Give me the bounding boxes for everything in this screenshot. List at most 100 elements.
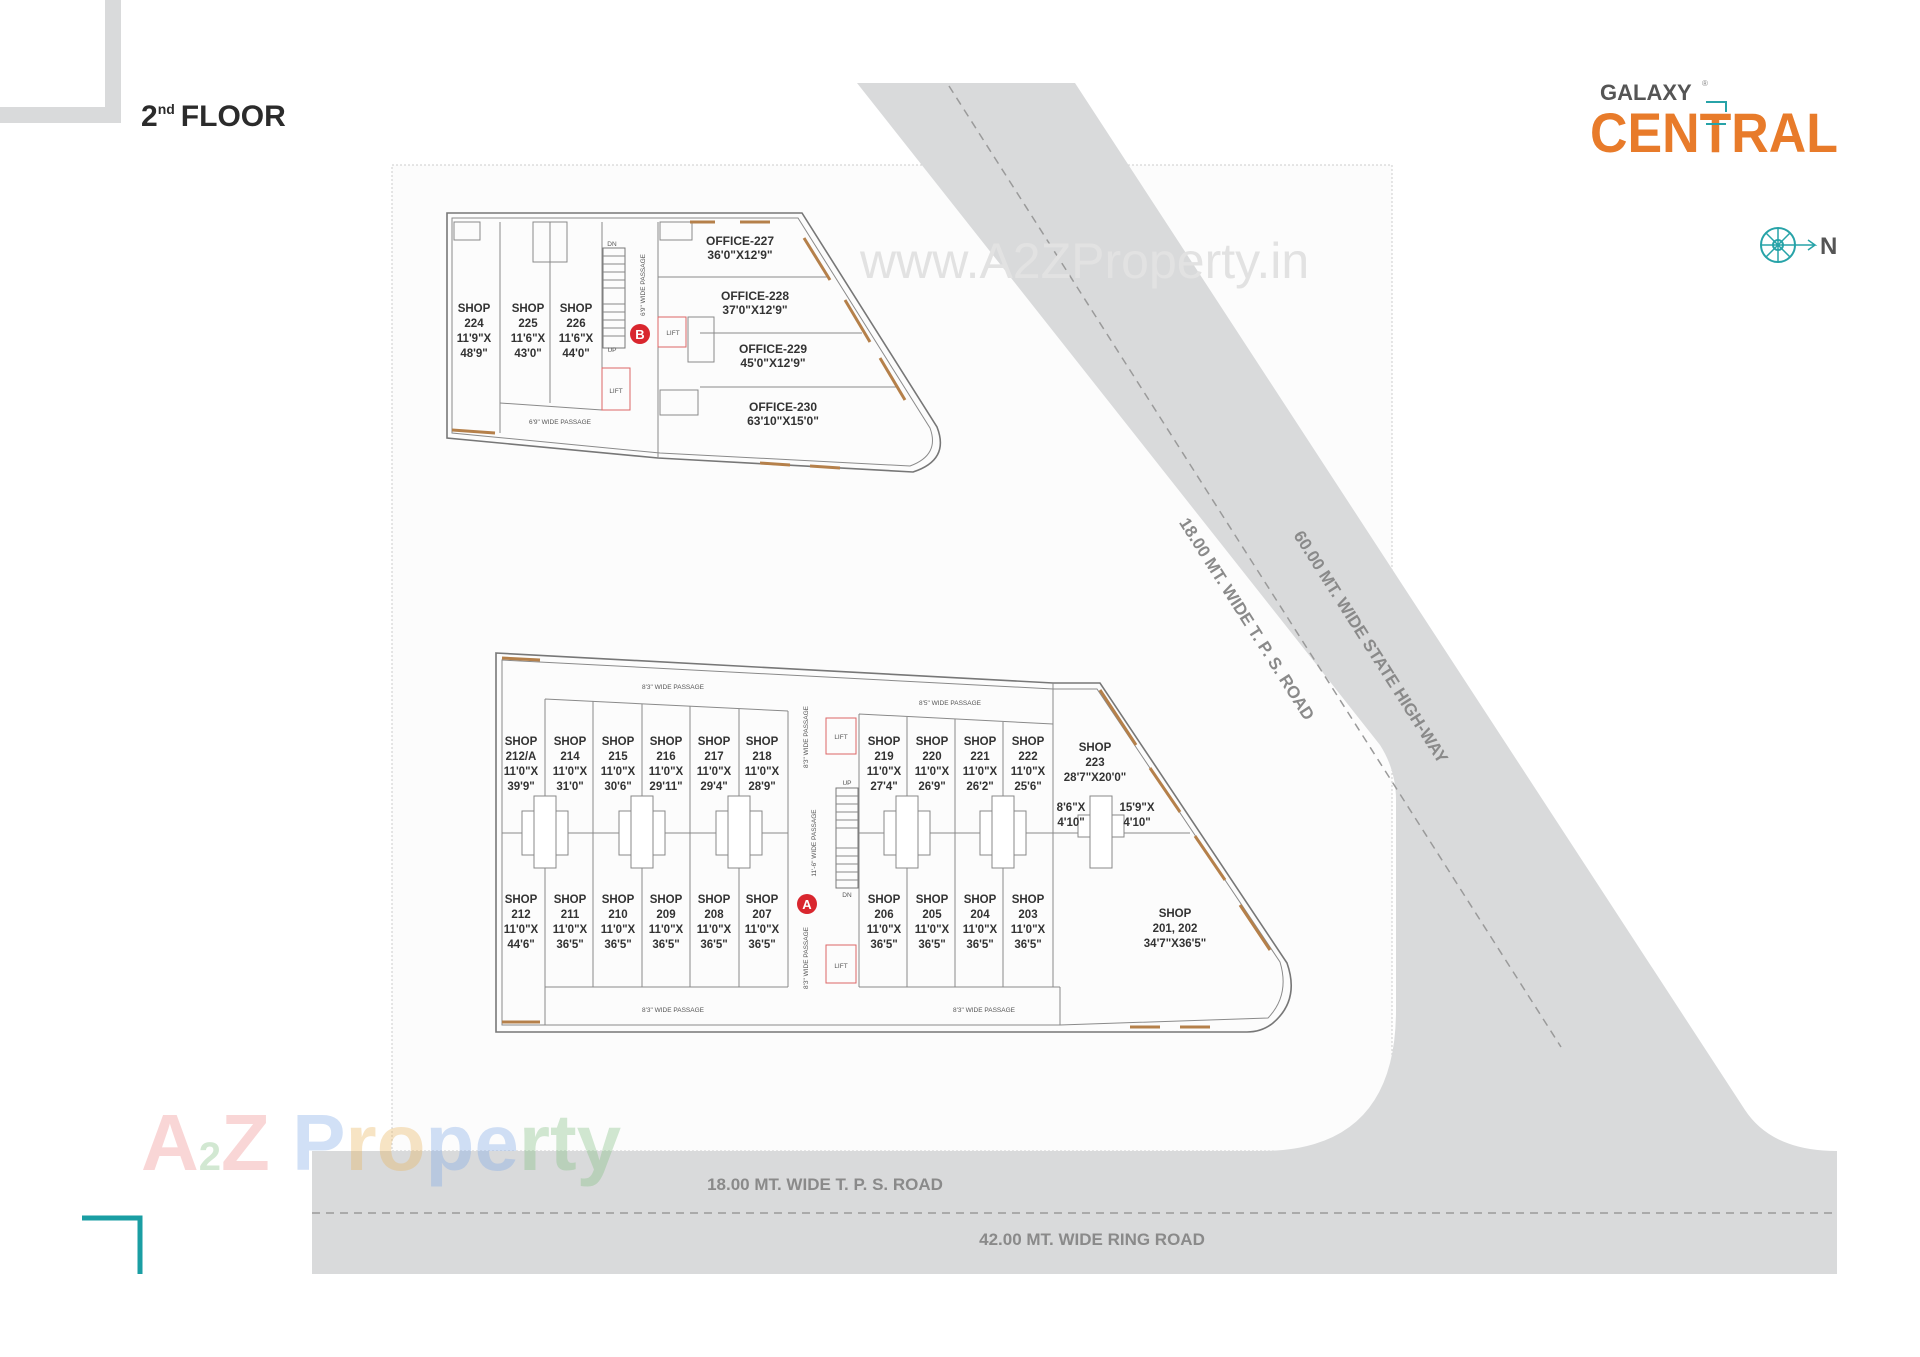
shop-203-number: 203 bbox=[1018, 909, 1037, 921]
shop-216-width: 11'0"X bbox=[649, 766, 684, 778]
office-name: OFFICE-230 bbox=[749, 400, 817, 414]
shop-222-number: 222 bbox=[1018, 751, 1037, 763]
block-a: LIFT LIFT UP DN A 8'3" WIDE PASSAGE 8'5" bbox=[495, 652, 1293, 1033]
shop-210-label: SHOP bbox=[602, 894, 635, 906]
road-divider-diagonal bbox=[948, 85, 1562, 1048]
watermark-site: www.A2ZProperty.in bbox=[859, 233, 1309, 289]
block-b: LIFT LIFT DN UP 6'9" WIDE PASSAGE 6'9" W… bbox=[446, 212, 942, 473]
shop-211-length: 36'5" bbox=[556, 939, 583, 951]
shop-221-number: 221 bbox=[970, 751, 990, 763]
svg-text:CENTRAL: CENTRAL bbox=[1590, 101, 1838, 164]
compass-rose-icon bbox=[1760, 227, 1818, 263]
shop-205-width: 11'0"X bbox=[915, 924, 950, 936]
shop-226-label: SHOP bbox=[560, 303, 593, 315]
toilet-cores bbox=[521, 795, 1125, 869]
shop-219-number: 219 bbox=[874, 751, 893, 763]
passage-label-b-vertical: 6'9" WIDE PASSAGE bbox=[640, 253, 647, 316]
shop-215-number: 215 bbox=[608, 751, 628, 763]
shop-225-label: SHOP bbox=[512, 303, 545, 315]
office-name: OFFICE-229 bbox=[739, 342, 807, 356]
shop-223-size: 28'7"X20'0" bbox=[1064, 772, 1126, 784]
shop-224-width: 11'9"X bbox=[457, 333, 492, 345]
passage-label-a-top-left: 8'3" WIDE PASSAGE bbox=[642, 684, 705, 691]
shop-219-length: 27'4" bbox=[870, 781, 897, 793]
shop-221-length: 26'2" bbox=[966, 781, 993, 793]
passage-label-b-horizontal: 6'9" WIDE PASSAGE bbox=[529, 419, 592, 426]
shop-208-length: 36'5" bbox=[700, 939, 727, 951]
core-marker-a: A bbox=[797, 894, 817, 914]
shop-225-length: 43'0" bbox=[514, 348, 541, 360]
shop-222-length: 25'6" bbox=[1014, 781, 1041, 793]
shop-212/A-length: 39'9" bbox=[507, 781, 534, 793]
shop-208-label: SHOP bbox=[698, 894, 731, 906]
staircase-a bbox=[835, 787, 859, 889]
shop-217-label: SHOP bbox=[698, 736, 731, 748]
stair-up-label-b: UP bbox=[607, 347, 616, 354]
shop-204-width: 11'0"X bbox=[963, 924, 998, 936]
shop-203-label: SHOP bbox=[1012, 894, 1045, 906]
shop-224-label: SHOP bbox=[458, 303, 491, 315]
shop-205-number: 205 bbox=[922, 909, 942, 921]
shop-223-side-left-width: 8'6"X bbox=[1057, 802, 1086, 814]
road-label-bottom-outer: 42.00 MT. WIDE RING ROAD bbox=[979, 1230, 1205, 1249]
shop-217-number: 217 bbox=[704, 751, 723, 763]
shop-223-side-left-length: 4'10" bbox=[1057, 817, 1084, 829]
shop-203-width: 11'0"X bbox=[1011, 924, 1046, 936]
shop-220-width: 11'0"X bbox=[915, 766, 950, 778]
shop-203-length: 36'5" bbox=[1014, 939, 1041, 951]
svg-text:®: ® bbox=[1702, 79, 1708, 88]
shop-222-width: 11'0"X bbox=[1011, 766, 1046, 778]
shop-209-length: 36'5" bbox=[652, 939, 679, 951]
shop-211-label: SHOP bbox=[554, 894, 587, 906]
shop-208-width: 11'0"X bbox=[697, 924, 732, 936]
shop-222-label: SHOP bbox=[1012, 736, 1045, 748]
shop-216-label: SHOP bbox=[650, 736, 683, 748]
shop-212/A-number: 212/A bbox=[506, 751, 537, 763]
road-area bbox=[312, 83, 1837, 1274]
shop-223-number: 223 bbox=[1085, 757, 1104, 769]
svg-text:B: B bbox=[635, 327, 644, 342]
shop-219-label: SHOP bbox=[868, 736, 901, 748]
stair-dn-label-b: DN bbox=[607, 241, 617, 248]
brand-logo: GALAXY ® CENTRAL bbox=[1590, 79, 1838, 164]
shop-207-label: SHOP bbox=[746, 894, 779, 906]
shop-225-number: 225 bbox=[518, 318, 538, 330]
shop-207-length: 36'5" bbox=[748, 939, 775, 951]
shop-204-label: SHOP bbox=[964, 894, 997, 906]
shop-226-length: 44'0" bbox=[562, 348, 589, 360]
shop-212-number: 212 bbox=[511, 909, 530, 921]
shop-215-length: 30'6" bbox=[604, 781, 631, 793]
shop-218-number: 218 bbox=[752, 751, 772, 763]
shop-226-number: 226 bbox=[566, 318, 585, 330]
shop-226-width: 11'6"X bbox=[559, 333, 594, 345]
shop-215-width: 11'0"X bbox=[601, 766, 636, 778]
shop-210-length: 36'5" bbox=[604, 939, 631, 951]
shop-201-202-number: 201, 202 bbox=[1153, 923, 1198, 935]
office-size: 63'10"X15'0" bbox=[747, 414, 819, 428]
shop-211-number: 211 bbox=[561, 909, 580, 921]
shop-206-number: 206 bbox=[874, 909, 893, 921]
passage-label-a-bottom-right: 8'3" WIDE PASSAGE bbox=[953, 1007, 1016, 1014]
corner-bracket-top-left bbox=[0, 0, 121, 123]
shop-209-label: SHOP bbox=[650, 894, 683, 906]
office-size: 45'0"X12'9" bbox=[740, 356, 805, 370]
svg-text:GALAXY: GALAXY bbox=[1600, 80, 1692, 105]
compass-north-label: N bbox=[1820, 233, 1837, 260]
shop-204-length: 36'5" bbox=[966, 939, 993, 951]
shop-224-length: 48'9" bbox=[460, 348, 487, 360]
shop-218-width: 11'0"X bbox=[745, 766, 780, 778]
shop-208-number: 208 bbox=[704, 909, 724, 921]
shop-224-number: 224 bbox=[464, 318, 484, 330]
shop-214-number: 214 bbox=[560, 751, 580, 763]
lift-label-a2: LIFT bbox=[834, 963, 847, 970]
shop-207-number: 207 bbox=[752, 909, 771, 921]
shop-217-length: 29'4" bbox=[700, 781, 727, 793]
shop-216-length: 29'11" bbox=[649, 781, 682, 793]
stair-up-label-a: UP bbox=[842, 780, 851, 787]
shop-219-width: 11'0"X bbox=[867, 766, 902, 778]
lift-label-a1: LIFT bbox=[834, 734, 847, 741]
shop-211-width: 11'0"X bbox=[553, 924, 588, 936]
stair-dn-label-a: DN bbox=[842, 892, 852, 899]
